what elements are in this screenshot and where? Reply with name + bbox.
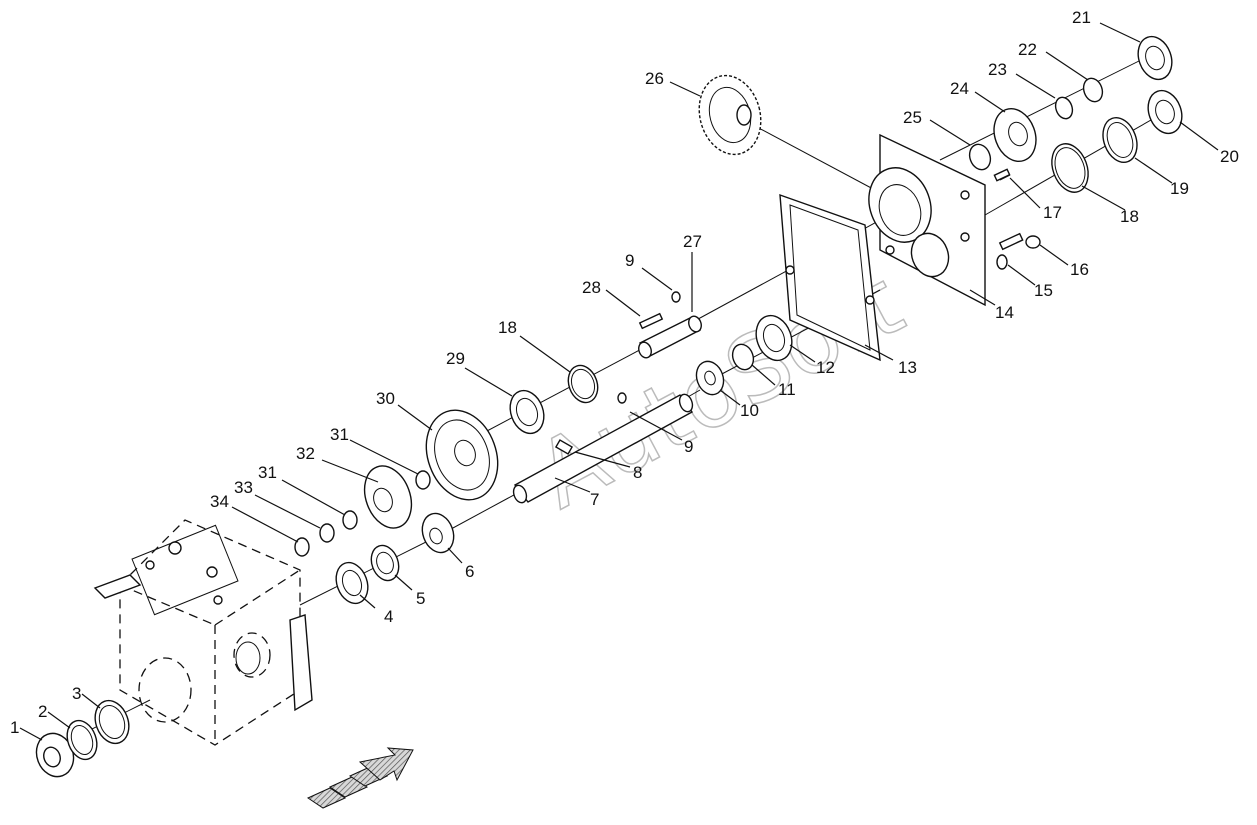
label-21: 21 [1072, 8, 1091, 27]
cover-and-gasket [779, 133, 1041, 362]
label-22: 22 [1018, 40, 1037, 59]
label-17: 17 [1043, 203, 1062, 222]
label-10: 10 [740, 401, 759, 420]
label-31a: 31 [330, 425, 349, 444]
part-number-labels: 1 2 3 4 5 6 7 8 9 9 10 11 12 13 14 15 16… [10, 8, 1239, 737]
direction-arrow-icon [306, 747, 414, 809]
label-16: 16 [1070, 260, 1089, 279]
label-15: 15 [1034, 281, 1053, 300]
label-9a: 9 [625, 251, 634, 270]
leader-lines [19, 22, 1219, 741]
label-5: 5 [416, 589, 425, 608]
label-34: 34 [210, 492, 229, 511]
label-8: 8 [633, 463, 642, 482]
label-30: 30 [376, 389, 395, 408]
gear-26 [698, 74, 762, 156]
label-28: 28 [582, 278, 601, 297]
label-6: 6 [465, 562, 474, 581]
label-26: 26 [645, 69, 664, 88]
label-19: 19 [1170, 179, 1189, 198]
right-side-parts [968, 35, 1183, 193]
label-25: 25 [903, 108, 922, 127]
label-20: 20 [1220, 147, 1239, 166]
label-18b: 18 [1120, 207, 1139, 226]
label-1: 1 [10, 718, 19, 737]
left-seal-parts [35, 699, 130, 778]
label-24: 24 [950, 79, 969, 98]
label-11: 11 [778, 380, 796, 399]
label-27: 27 [683, 232, 702, 251]
label-32: 32 [296, 444, 315, 463]
label-9b: 9 [684, 437, 693, 456]
label-7: 7 [590, 490, 599, 509]
label-12: 12 [816, 358, 835, 377]
label-18a: 18 [498, 318, 517, 337]
gearbox-housing [93, 519, 313, 746]
label-13: 13 [898, 358, 917, 377]
label-2: 2 [38, 702, 47, 721]
label-29: 29 [446, 349, 465, 368]
label-33: 33 [234, 478, 253, 497]
label-23: 23 [988, 60, 1007, 79]
label-3: 3 [72, 684, 81, 703]
label-4: 4 [384, 607, 393, 626]
label-31b: 31 [258, 463, 277, 482]
label-14: 14 [995, 303, 1014, 322]
